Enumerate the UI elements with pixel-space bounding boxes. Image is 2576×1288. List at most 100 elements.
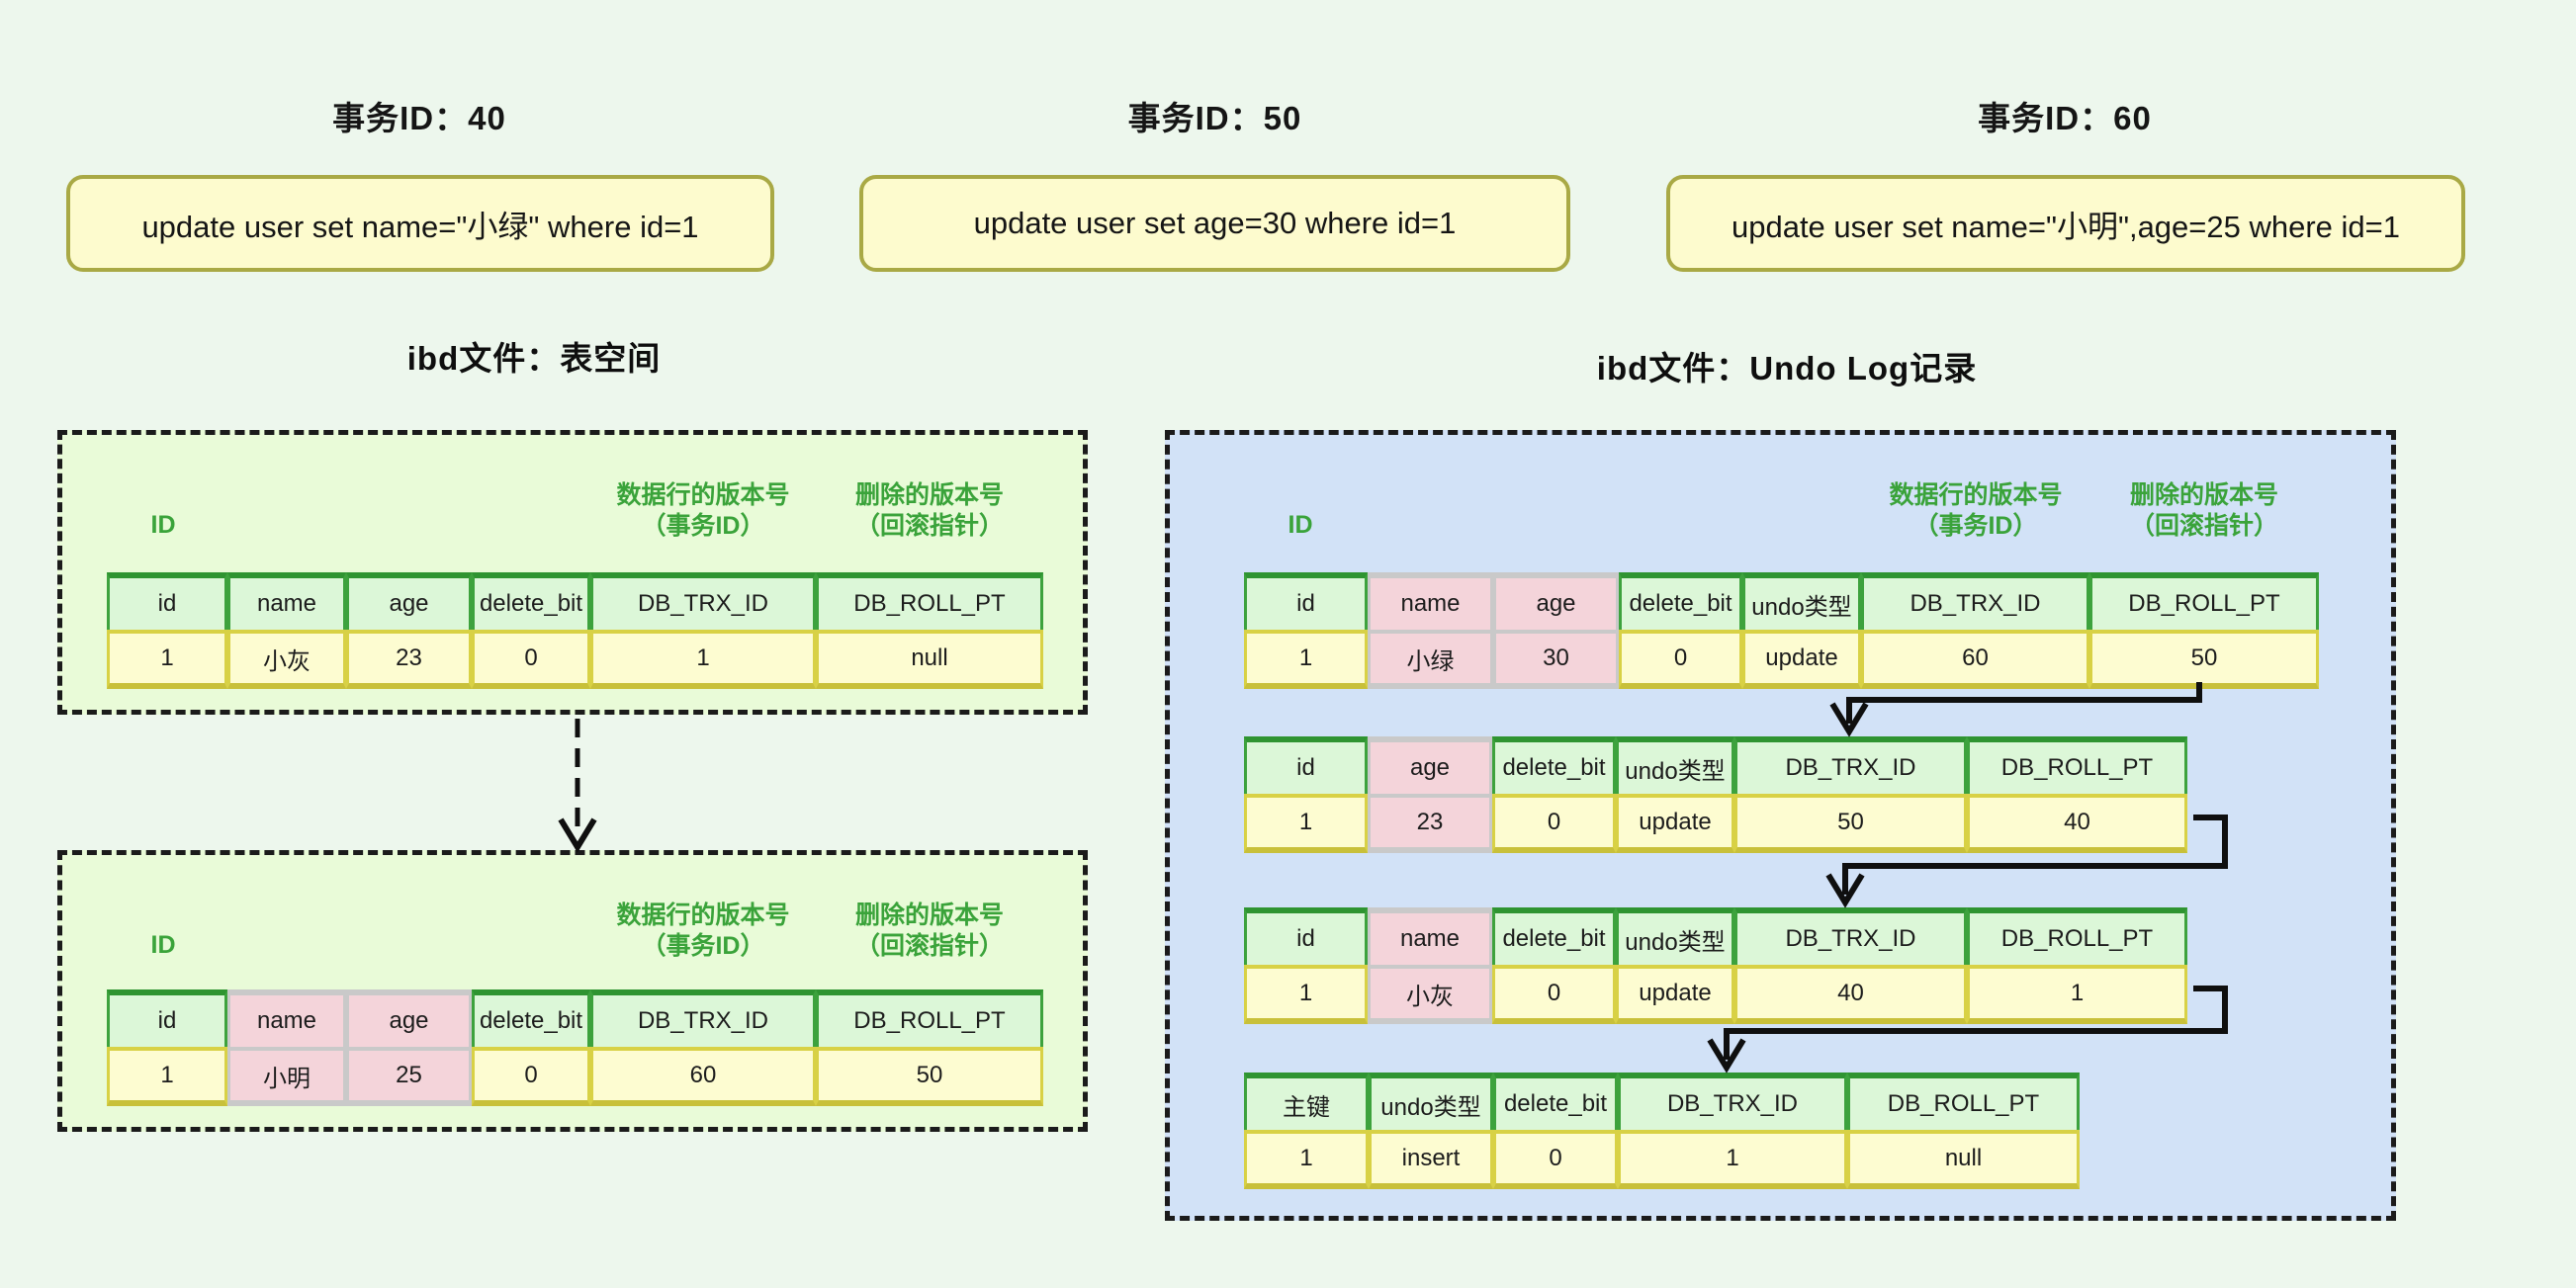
- data-cell-name-changed: 小灰: [1368, 965, 1492, 1024]
- header-cell-undo-type: undo类型: [1616, 907, 1734, 965]
- data-cell-undo-type: update: [1742, 630, 1861, 689]
- transaction-40-title: 事务ID：40: [332, 100, 506, 136]
- header-cell-name-changed: name: [227, 989, 346, 1047]
- data-cell-primary-key: 1: [1244, 1130, 1369, 1189]
- undo-record-insert-table: 主键 undo类型 delete_bit DB_TRX_ID DB_ROLL_P…: [1244, 1073, 2080, 1189]
- data-row: 1 小绿 30 0 update 60 50: [1244, 630, 2319, 689]
- tablespace-update-arrowhead-icon: [558, 817, 597, 853]
- header-cell-db-roll-pt: DB_ROLL_PT: [1847, 1073, 2080, 1130]
- data-cell-name-changed: 小明: [227, 1047, 346, 1106]
- data-cell-delete-bit: 0: [1492, 794, 1616, 853]
- data-cell-id: 1: [1244, 794, 1368, 853]
- data-row: 1 小灰 23 0 1 null: [107, 630, 1043, 689]
- header-cell-name-changed: name: [1368, 572, 1493, 630]
- trx-version-label-line2: （事务ID）: [1913, 512, 2038, 540]
- trx-version-label-line2: （事务ID）: [641, 932, 765, 960]
- data-cell-db-roll-pt: null: [1847, 1130, 2080, 1189]
- roll-pointer-label-line1: 删除的版本号: [854, 902, 1004, 929]
- data-cell-age: 23: [346, 630, 472, 689]
- trx-version-label: 数据行的版本号 （事务ID）: [1827, 480, 2124, 542]
- data-cell-db-roll-pt: 50: [816, 1047, 1043, 1106]
- trx-version-label: 数据行的版本号 （事务ID）: [555, 480, 851, 542]
- header-cell-age-changed: age: [346, 989, 472, 1047]
- data-cell-id: 1: [1244, 630, 1368, 689]
- data-cell-id: 1: [107, 630, 227, 689]
- header-cell-age: age: [346, 572, 472, 630]
- header-cell-delete-bit: delete_bit: [1619, 572, 1742, 630]
- header-cell-db-trx-id: DB_TRX_ID: [1734, 907, 1967, 965]
- data-cell-delete-bit: 0: [1493, 1130, 1618, 1189]
- tablespace-box-before: ID 数据行的版本号 （事务ID） 删除的版本号 （回滚指针） id name …: [57, 430, 1088, 715]
- trx-version-label: 数据行的版本号 （事务ID）: [555, 901, 851, 962]
- trx-version-label-line1: 数据行的版本号: [616, 481, 790, 509]
- header-cell-id: id: [1244, 572, 1368, 630]
- header-row: id name delete_bit undo类型 DB_TRX_ID DB_R…: [1244, 907, 2187, 965]
- header-cell-db-trx-id: DB_TRX_ID: [1734, 736, 1967, 794]
- header-row: id name age delete_bit DB_TRX_ID DB_ROLL…: [107, 989, 1043, 1047]
- transaction-60-title: 事务ID：60: [1978, 100, 2152, 136]
- roll-pointer-label: 删除的版本号 （回滚指针）: [781, 480, 1078, 542]
- data-row: 1 insert 0 1 null: [1244, 1130, 2080, 1189]
- header-cell-delete-bit: delete_bit: [1492, 736, 1616, 794]
- trx-version-label-line1: 数据行的版本号: [1889, 481, 2063, 509]
- header-cell-name: name: [227, 572, 346, 630]
- data-cell-undo-type: insert: [1369, 1130, 1493, 1189]
- header-cell-db-trx-id: DB_TRX_ID: [590, 572, 816, 630]
- header-cell-primary-key: 主键: [1244, 1073, 1369, 1130]
- header-cell-id: id: [107, 989, 227, 1047]
- header-row: id name age delete_bit DB_TRX_ID DB_ROLL…: [107, 572, 1043, 630]
- roll-pointer-label: 删除的版本号 （回滚指针）: [781, 901, 1078, 962]
- header-cell-name-changed: name: [1368, 907, 1492, 965]
- tablespace-updated-row-table: id name age delete_bit DB_TRX_ID DB_ROLL…: [107, 989, 1043, 1106]
- data-cell-db-trx-id: 60: [590, 1047, 816, 1106]
- undo-log-box: ID 数据行的版本号 （事务ID） 删除的版本号 （回滚指针） id name …: [1165, 430, 2396, 1221]
- header-cell-db-trx-id: DB_TRX_ID: [590, 989, 816, 1047]
- header-cell-id: id: [1244, 907, 1368, 965]
- header-cell-undo-type: undo类型: [1616, 736, 1734, 794]
- header-cell-delete-bit: delete_bit: [472, 572, 590, 630]
- data-cell-db-roll-pt: 1: [1967, 965, 2187, 1024]
- header-cell-delete-bit: delete_bit: [1492, 907, 1616, 965]
- data-cell-age-changed: 25: [346, 1047, 472, 1106]
- tablespace-current-row-table: id name age delete_bit DB_TRX_ID DB_ROLL…: [107, 572, 1043, 689]
- sql-statement-box-txn40: update user set name="小绿" where id=1: [66, 175, 774, 272]
- data-cell-undo-type: update: [1616, 794, 1734, 853]
- header-cell-db-roll-pt: DB_ROLL_PT: [2089, 572, 2319, 630]
- header-cell-age-changed: age: [1493, 572, 1619, 630]
- data-cell-undo-type: update: [1616, 965, 1734, 1024]
- data-cell-db-roll-pt: 40: [1967, 794, 2187, 853]
- clustered-index-id-label: ID: [150, 511, 176, 539]
- data-cell-db-roll-pt: 50: [2089, 630, 2319, 689]
- header-cell-db-roll-pt: DB_ROLL_PT: [816, 989, 1043, 1047]
- trx-version-label-line1: 数据行的版本号: [616, 902, 790, 929]
- header-cell-db-trx-id: DB_TRX_ID: [1861, 572, 2089, 630]
- header-row: id age delete_bit undo类型 DB_TRX_ID DB_RO…: [1244, 736, 2187, 794]
- data-row: 1 23 0 update 50 40: [1244, 794, 2187, 853]
- clustered-index-id-label: ID: [150, 931, 176, 959]
- clustered-index-id-label: ID: [1288, 511, 1313, 539]
- data-row: 1 小明 25 0 60 50: [107, 1047, 1043, 1106]
- header-cell-undo-type: undo类型: [1369, 1073, 1493, 1130]
- header-cell-id: id: [107, 572, 227, 630]
- header-cell-age-changed: age: [1368, 736, 1492, 794]
- data-cell-db-trx-id: 60: [1861, 630, 2089, 689]
- data-cell-delete-bit: 0: [472, 630, 590, 689]
- header-row: id name age delete_bit undo类型 DB_TRX_ID …: [1244, 572, 2319, 630]
- data-cell-delete-bit: 0: [472, 1047, 590, 1106]
- header-cell-db-roll-pt: DB_ROLL_PT: [816, 572, 1043, 630]
- sql-statement-box-txn60: update user set name="小明",age=25 where i…: [1666, 175, 2465, 272]
- sql-statement-box-txn50: update user set age=30 where id=1: [859, 175, 1570, 272]
- roll-pointer-label: 删除的版本号 （回滚指针）: [2056, 480, 2353, 542]
- header-cell-db-roll-pt: DB_ROLL_PT: [1967, 736, 2187, 794]
- roll-pointer-label-line2: （回滚指针）: [2129, 512, 2278, 540]
- data-cell-delete-bit: 0: [1492, 965, 1616, 1024]
- tablespace-box-after: ID 数据行的版本号 （事务ID） 删除的版本号 （回滚指针） id name …: [57, 850, 1088, 1132]
- data-cell-name-changed: 小绿: [1368, 630, 1493, 689]
- data-cell-delete-bit: 0: [1619, 630, 1742, 689]
- undolog-section-title: ibd文件：Undo Log记录: [1596, 350, 1978, 386]
- roll-pointer-label-line1: 删除的版本号: [2129, 481, 2278, 509]
- header-cell-delete-bit: delete_bit: [1493, 1073, 1618, 1130]
- header-cell-db-roll-pt: DB_ROLL_PT: [1967, 907, 2187, 965]
- data-cell-id: 1: [1244, 965, 1368, 1024]
